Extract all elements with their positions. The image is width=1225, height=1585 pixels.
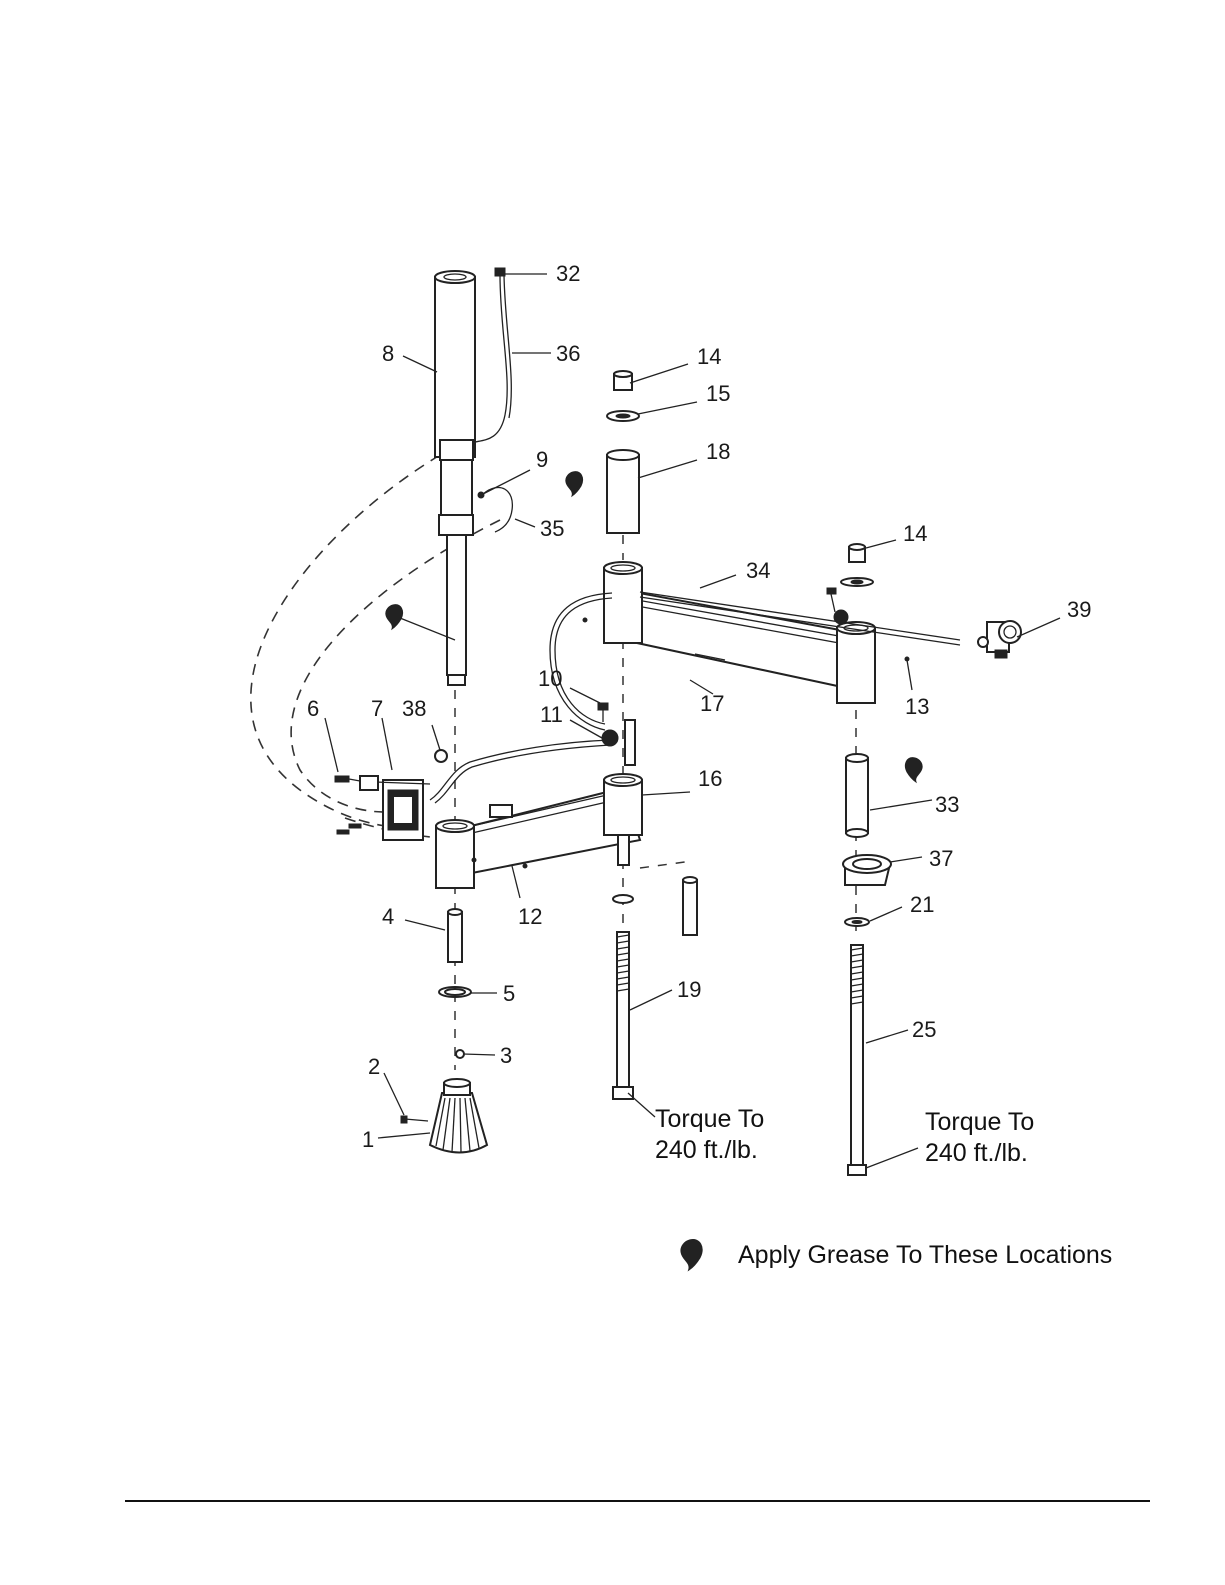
callout-35: 35 bbox=[540, 516, 564, 541]
torque-note-left-line1: Torque To bbox=[655, 1105, 764, 1133]
part-36-hose bbox=[475, 268, 511, 442]
callout-33: 33 bbox=[935, 792, 959, 817]
part-10-fitting bbox=[598, 703, 608, 722]
callout-32: 32 bbox=[556, 261, 580, 286]
callout-13: 13 bbox=[905, 694, 929, 719]
callout-8: 8 bbox=[382, 341, 394, 366]
upper-arm-fittings bbox=[827, 588, 848, 624]
loose-pin bbox=[683, 877, 697, 935]
part-14-nut-upper bbox=[614, 371, 632, 390]
callout-labels: 32 36 8 14 15 18 9 35 14 34 39 17 13 10 … bbox=[307, 261, 1091, 1152]
grease-drop-icon bbox=[566, 472, 583, 496]
callout-14-right: 14 bbox=[903, 521, 927, 546]
callout-12: 12 bbox=[518, 904, 542, 929]
part-5-washer bbox=[439, 987, 471, 997]
callout-11: 11 bbox=[540, 702, 563, 727]
grease-legend-text: Apply Grease To These Locations bbox=[738, 1241, 1112, 1269]
callout-19: 19 bbox=[677, 977, 701, 1002]
callout-3: 3 bbox=[500, 1043, 512, 1068]
grease-legend: Apply Grease To These Locations bbox=[681, 1240, 1112, 1270]
grease-drop-icon bbox=[386, 605, 403, 629]
callout-16: 16 bbox=[698, 766, 722, 791]
callout-34: 34 bbox=[746, 558, 770, 583]
part-11-fitting bbox=[602, 730, 618, 746]
part-1-base bbox=[430, 1079, 487, 1153]
callout-10: 10 bbox=[538, 666, 562, 691]
torque-note-left: Torque To 240 ft./lb. bbox=[655, 1105, 764, 1164]
part-18-bushing bbox=[607, 450, 639, 533]
grease-drop-icon bbox=[905, 758, 922, 782]
part-4-pin bbox=[448, 909, 462, 962]
part-25-bolt bbox=[848, 945, 866, 1175]
callout-6: 6 bbox=[307, 696, 319, 721]
torque-note-left-line2: 240 ft./lb. bbox=[655, 1136, 758, 1164]
callout-15: 15 bbox=[706, 381, 730, 406]
callout-4: 4 bbox=[382, 904, 394, 929]
callout-18: 18 bbox=[706, 439, 730, 464]
part-37-bearing bbox=[843, 855, 891, 885]
callout-37: 37 bbox=[929, 846, 953, 871]
part-3-ball bbox=[456, 1050, 464, 1058]
callout-14-upper: 14 bbox=[697, 344, 721, 369]
part-38-fitting bbox=[435, 750, 447, 762]
callout-38: 38 bbox=[402, 696, 426, 721]
grease-drop-icon bbox=[681, 1240, 702, 1270]
part-8-column bbox=[435, 271, 475, 685]
part-19-bolt bbox=[613, 895, 633, 1099]
callout-25: 25 bbox=[912, 1017, 936, 1042]
callout-9: 9 bbox=[536, 447, 548, 472]
part-7-valve bbox=[360, 776, 430, 840]
callout-17: 17 bbox=[700, 691, 724, 716]
part-33-bushing bbox=[846, 754, 868, 837]
callout-2: 2 bbox=[368, 1054, 380, 1079]
callout-1: 1 bbox=[362, 1127, 374, 1152]
callout-21: 21 bbox=[910, 892, 934, 917]
part-39-gauge bbox=[978, 621, 1021, 658]
torque-note-right-line1: Torque To bbox=[925, 1108, 1034, 1136]
torque-note-right-line2: 240 ft./lb. bbox=[925, 1139, 1028, 1167]
footer-rule bbox=[125, 1500, 1150, 1502]
part-14-nut-right bbox=[841, 544, 873, 586]
part-15-washer bbox=[607, 411, 639, 421]
callout-5: 5 bbox=[503, 981, 515, 1006]
callout-36: 36 bbox=[556, 341, 580, 366]
torque-note-right: Torque To 240 ft./lb. bbox=[925, 1108, 1034, 1167]
part-6-fitting bbox=[335, 776, 360, 782]
callout-7: 7 bbox=[371, 696, 383, 721]
callout-39: 39 bbox=[1067, 597, 1091, 622]
part-12-lower-arm bbox=[436, 774, 642, 888]
part-21-washer bbox=[845, 918, 869, 926]
part-2-screw bbox=[401, 1116, 428, 1123]
